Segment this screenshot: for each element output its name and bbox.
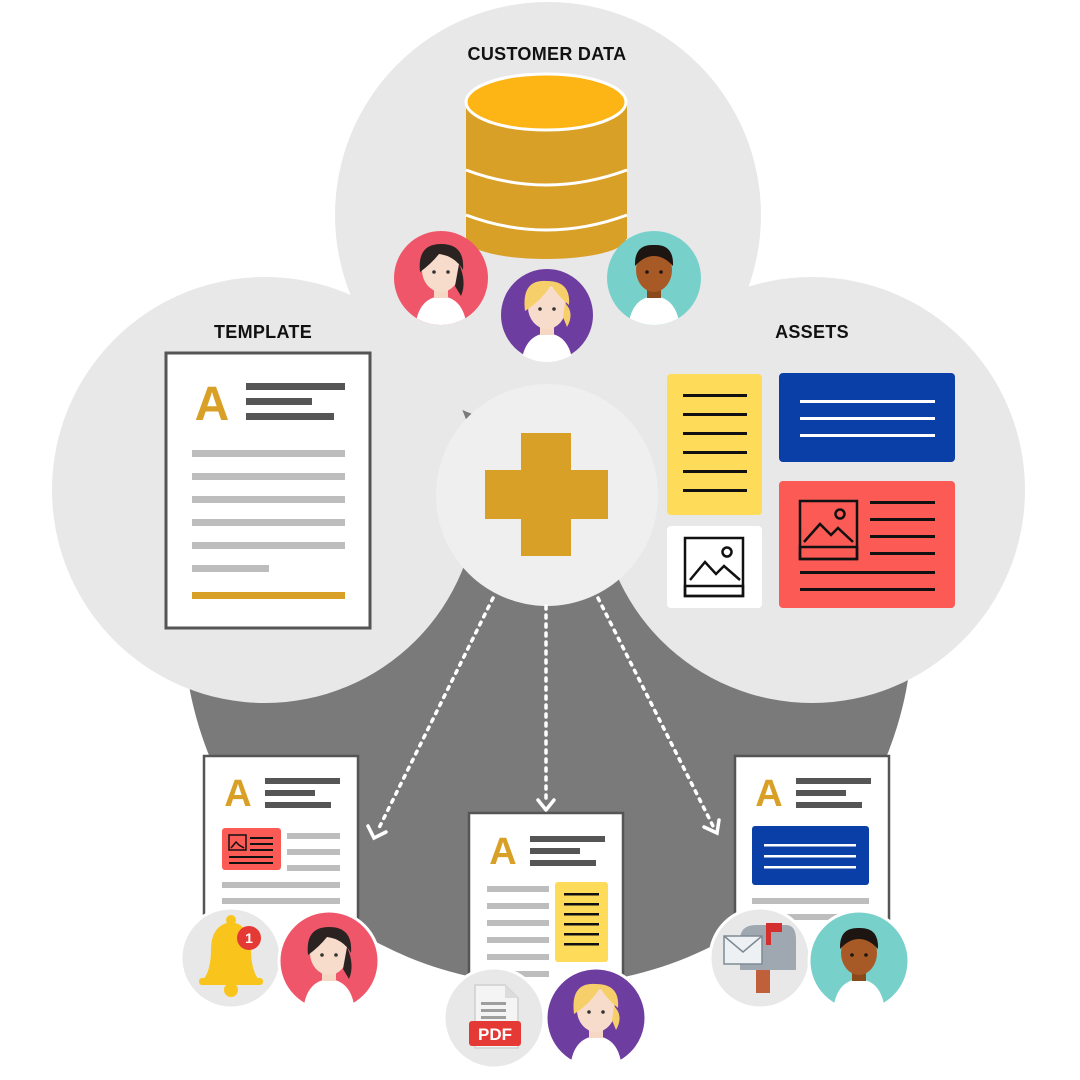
asset-yellow-note — [667, 374, 762, 515]
avatar-customer-1 — [394, 231, 488, 325]
database-icon — [464, 72, 628, 259]
mail-channel — [708, 906, 812, 1010]
template-document: A — [164, 351, 372, 630]
notification-channel: 1 — [179, 906, 283, 1010]
avatar-recipient-center — [544, 966, 648, 1070]
notification-badge — [237, 926, 261, 950]
plus-icon — [485, 433, 608, 556]
template-label: TEMPLATE — [214, 322, 312, 342]
avatar-recipient-right — [807, 909, 911, 1013]
mailbox-icon — [723, 923, 796, 993]
asset-image-tile — [667, 526, 762, 608]
assets-label: ASSETS — [775, 322, 849, 342]
notification-count: 1 — [245, 930, 253, 946]
asset-red-card — [779, 481, 955, 608]
output-left-initial: A — [224, 773, 251, 815]
pdf-channel: PDF — [442, 966, 546, 1070]
template-initial: A — [195, 378, 230, 431]
avatar-customer-3 — [607, 231, 701, 325]
asset-navy-banner — [779, 373, 955, 462]
customer-data-label: CUSTOMER DATA — [468, 44, 627, 64]
image-icon — [683, 536, 745, 598]
arrow-heads — [366, 798, 721, 841]
avatar-customer-2 — [497, 265, 597, 365]
output-arrows — [376, 596, 715, 832]
output-right-initial: A — [755, 773, 782, 815]
pdf-file-icon: PDF — [469, 984, 521, 1049]
output-center-initial: A — [489, 831, 516, 873]
avatar-recipient-left — [277, 909, 381, 1013]
pdf-label: PDF — [478, 1025, 512, 1044]
